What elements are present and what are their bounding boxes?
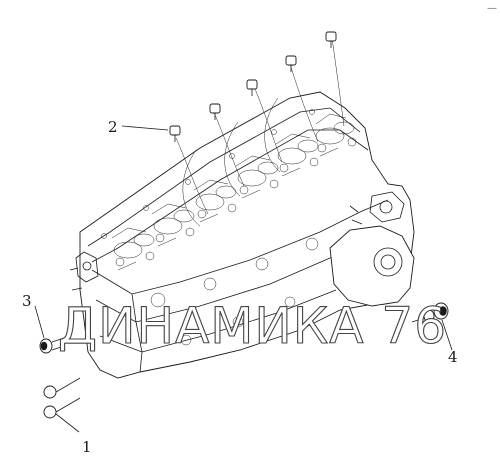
callout-2: 2 xyxy=(108,118,118,136)
bolt xyxy=(246,79,258,96)
callout-3: 3 xyxy=(22,292,32,310)
o-ring-part-1 xyxy=(43,377,81,419)
corner-mark: — xyxy=(487,3,497,14)
bolt xyxy=(169,125,181,142)
valve-train xyxy=(101,37,357,346)
leader-lines xyxy=(34,125,453,433)
plug-part-4 xyxy=(411,302,449,323)
bolt xyxy=(325,31,337,48)
cylinder-head xyxy=(69,91,415,379)
plug-part-3 xyxy=(39,337,65,354)
watermark-text: ДИНАМИКА 76 xyxy=(58,297,447,355)
callout-4: 4 xyxy=(448,348,458,366)
callout-1: 1 xyxy=(82,438,92,456)
bolt-part-2-group xyxy=(169,31,337,142)
bolt xyxy=(209,103,221,120)
bolt xyxy=(285,55,297,72)
